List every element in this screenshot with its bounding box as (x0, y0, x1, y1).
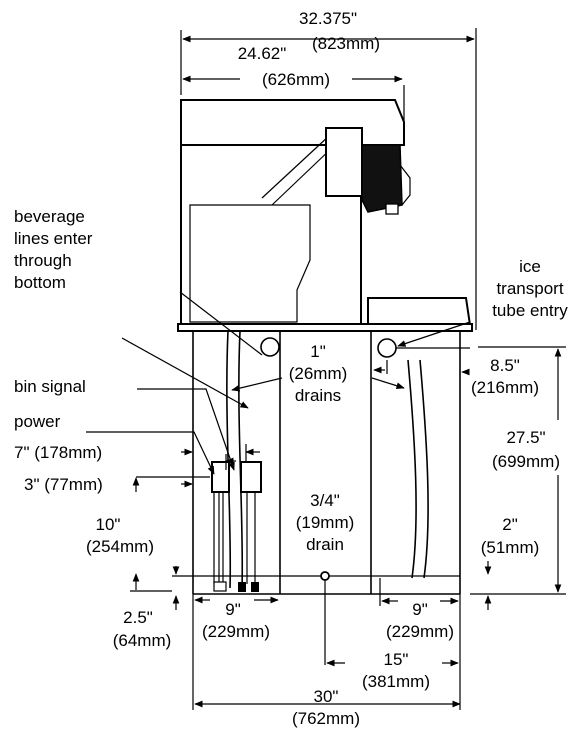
label-drain-2: (19mm) (296, 513, 355, 532)
label-beverage-3: through (14, 251, 72, 270)
label-d275-in: 27.5" (506, 428, 545, 447)
label-d15-in: 15" (384, 650, 409, 669)
label-power: power (14, 412, 61, 431)
label-d2-mm: (51mm) (481, 538, 540, 557)
label-ice-3: tube entry (492, 301, 568, 320)
label-d7: 7" (178mm) (14, 443, 102, 462)
label-overall-width-mm: (823mm) (312, 34, 380, 53)
label-drain-1: 3/4" (310, 491, 340, 510)
label-d2-in: 2" (502, 515, 518, 534)
label-d10-mm: (254mm) (86, 537, 154, 556)
label-d10-in: 10" (96, 515, 121, 534)
label-d9b-mm: (229mm) (386, 622, 454, 641)
dimension-labels: 32.375" (823mm) 24.62" (626mm) beverage … (14, 9, 568, 728)
label-d25-in: 2.5" (123, 608, 153, 627)
label-d85-in: 8.5" (490, 356, 520, 375)
label-upper-width-mm: (626mm) (262, 70, 330, 89)
label-d85-mm: (216mm) (471, 378, 539, 397)
label-d9b-in: 9" (412, 600, 428, 619)
label-d275-mm: (699mm) (492, 452, 560, 471)
label-beverage-1: beverage (14, 207, 85, 226)
label-drain-3: drain (306, 535, 344, 554)
label-drains-3: drains (295, 386, 341, 405)
label-drains-2: (26mm) (289, 364, 348, 383)
label-beverage-4: bottom (14, 273, 66, 292)
label-overall-width-in: 32.375" (299, 9, 357, 28)
label-drains-1: 1" (310, 342, 326, 361)
label-d15-mm: (381mm) (362, 672, 430, 691)
label-beverage-2: lines enter (14, 229, 93, 248)
label-upper-width-in: 24.62" (238, 44, 287, 63)
label-ice-2: transport (496, 279, 563, 298)
label-d9a-mm: (229mm) (202, 622, 270, 641)
lower-cabinet (172, 330, 461, 665)
label-d3: 3" (77mm) (24, 475, 103, 494)
label-d30-mm: (762mm) (292, 709, 360, 728)
dimension-lines (86, 28, 566, 710)
label-d9a-in: 9" (225, 600, 241, 619)
label-ice-1: ice (519, 257, 541, 276)
dispenser-machine (177, 99, 473, 332)
label-d25-mm: (64mm) (113, 631, 172, 650)
label-bin-signal: bin signal (14, 377, 86, 396)
label-d30-in: 30" (314, 687, 339, 706)
